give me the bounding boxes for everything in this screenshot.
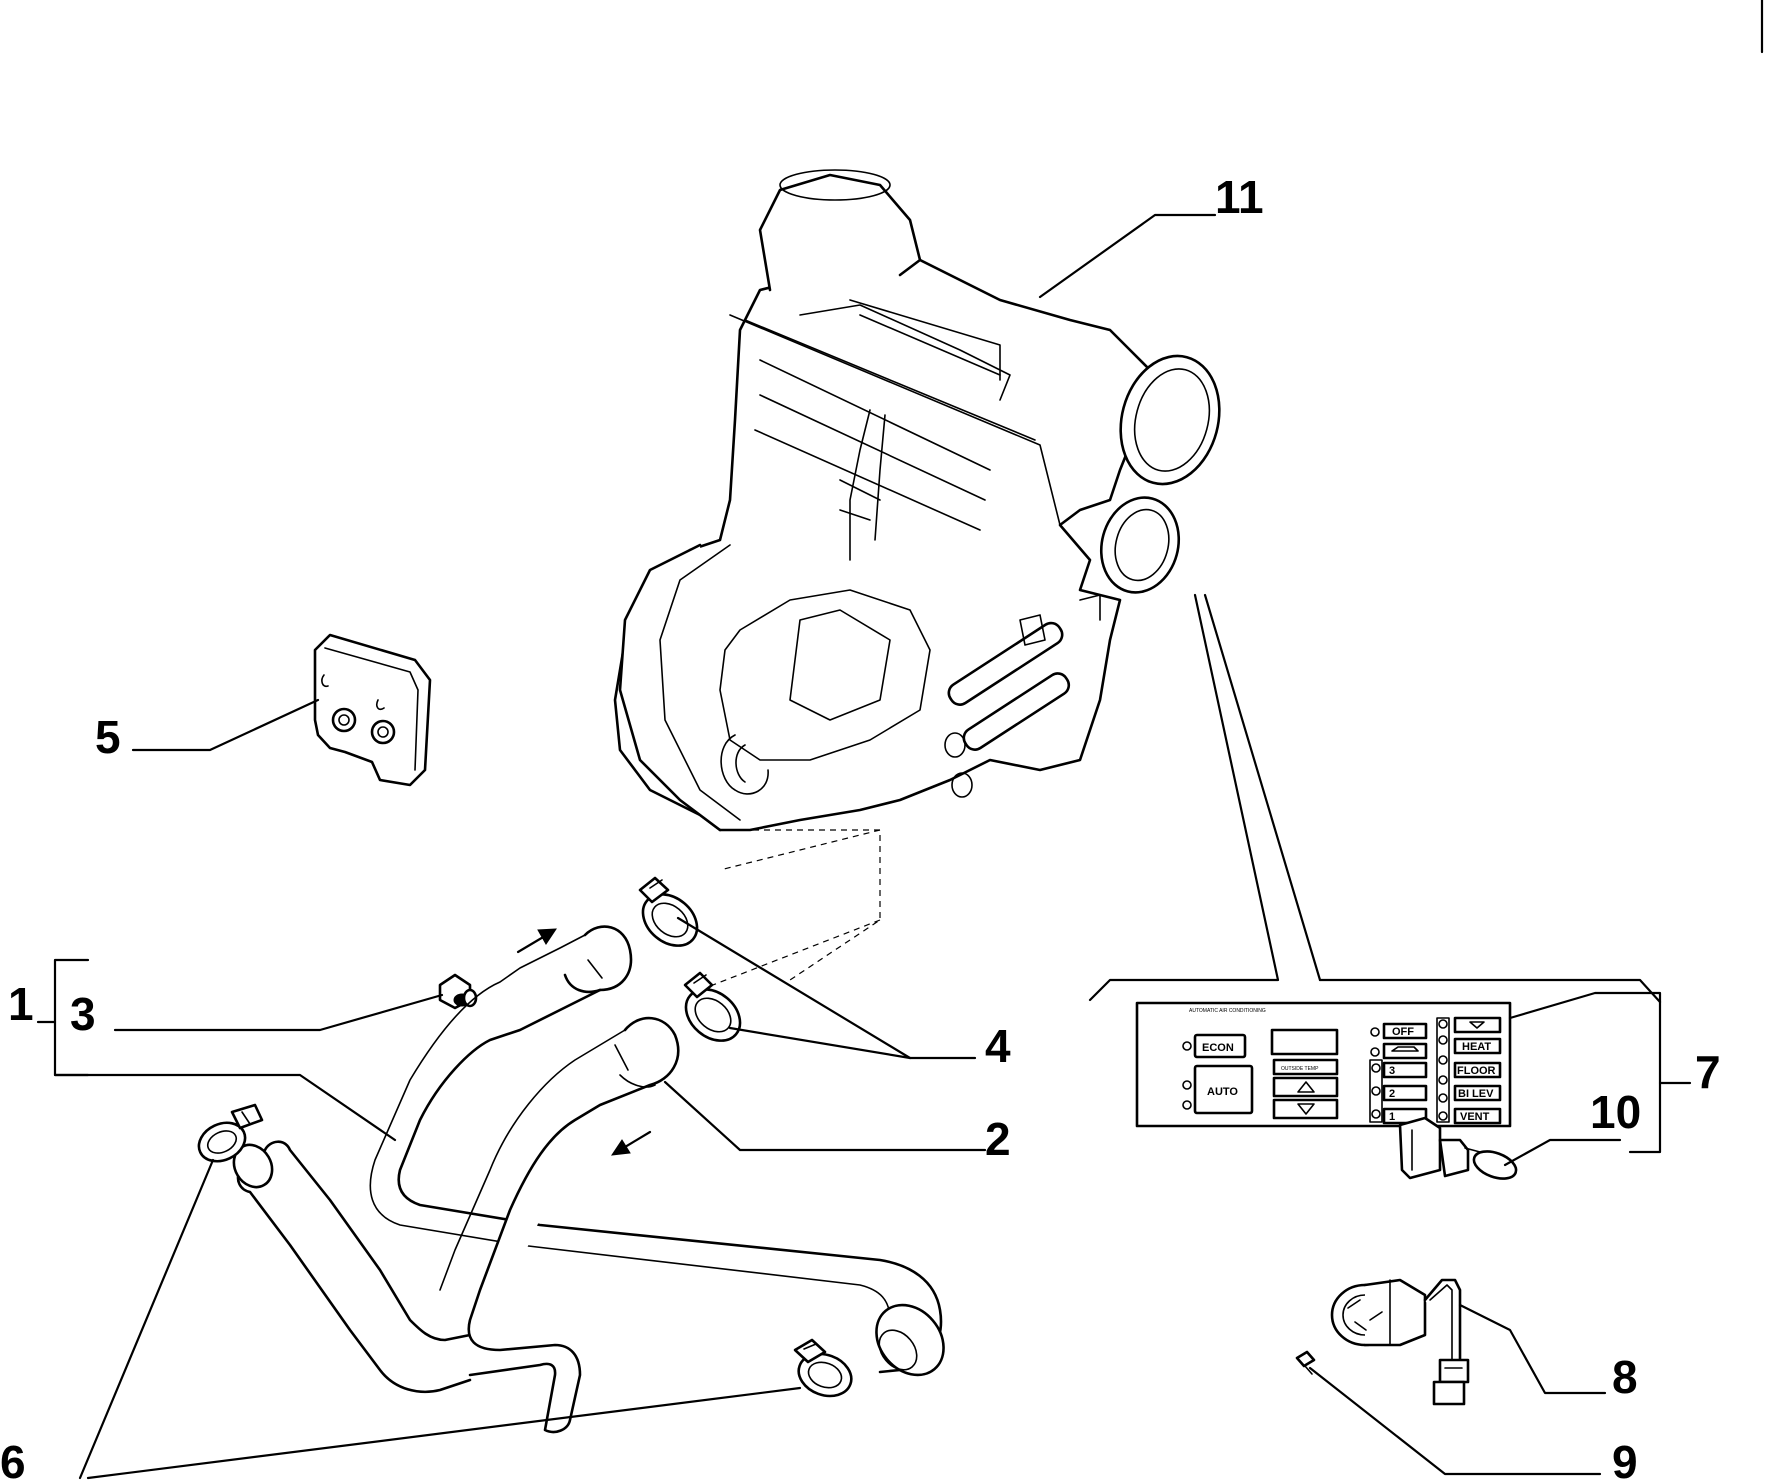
heater-hose-part-2[interactable] — [439, 1016, 680, 1434]
callout-6: 6 — [0, 1436, 26, 1481]
speed2-label: 2 — [1389, 1088, 1395, 1100]
outside-temp-label: OUTSIDE TEMP — [1281, 1066, 1319, 1072]
ac-control-panel-part-7[interactable]: AUTOMATIC AIR CONDITIONING ECON AUTO OUT… — [1088, 593, 1662, 1128]
speed3-label: 3 — [1389, 1065, 1395, 1077]
off-label: OFF — [1392, 1026, 1414, 1038]
econ-label: ECON — [1202, 1042, 1234, 1054]
hose-clamp-part-6b[interactable] — [793, 1338, 857, 1403]
hose-clamp-part-4a[interactable] — [633, 876, 707, 956]
callout-10: 10 — [1590, 1086, 1641, 1138]
callout-3: 3 — [70, 988, 96, 1040]
hose-clamp-part-6a[interactable] — [193, 1103, 264, 1168]
leader-lines — [36, 213, 1692, 1480]
speed1-label: 1 — [1389, 1111, 1395, 1123]
bilev-label: BI LEV — [1458, 1088, 1494, 1100]
flow-arrow-in — [516, 928, 557, 954]
heat-label: HEAT — [1462, 1041, 1491, 1053]
panel-header: AUTOMATIC AIR CONDITIONING — [1189, 1008, 1266, 1014]
gasket-plate-part-5[interactable] — [313, 633, 432, 787]
callout-5: 5 — [95, 711, 121, 763]
callout-9: 9 — [1612, 1436, 1638, 1481]
heater-hose-part-1[interactable] — [226, 925, 957, 1394]
vent-label: VENT — [1460, 1111, 1490, 1123]
callout-2: 2 — [985, 1113, 1011, 1165]
callout-8: 8 — [1612, 1351, 1638, 1403]
screw-part-9[interactable] — [1295, 1350, 1316, 1375]
floor-label: FLOOR — [1457, 1065, 1496, 1077]
callout-7: 7 — [1695, 1046, 1721, 1098]
callout-1: 1 — [8, 978, 34, 1030]
sensor-part-8[interactable] — [1330, 1278, 1470, 1406]
bleed-screw-part-3[interactable] — [438, 973, 478, 1010]
hvac-unit-part-11[interactable] — [613, 169, 1233, 832]
auto-label: AUTO — [1207, 1086, 1238, 1098]
flow-arrow-out — [610, 1130, 652, 1156]
hose-clamp-part-4b[interactable] — [676, 971, 750, 1051]
callout-4: 4 — [985, 1020, 1011, 1072]
bulb-part-10[interactable] — [1398, 1116, 1520, 1184]
callout-11: 11 — [1215, 171, 1264, 223]
